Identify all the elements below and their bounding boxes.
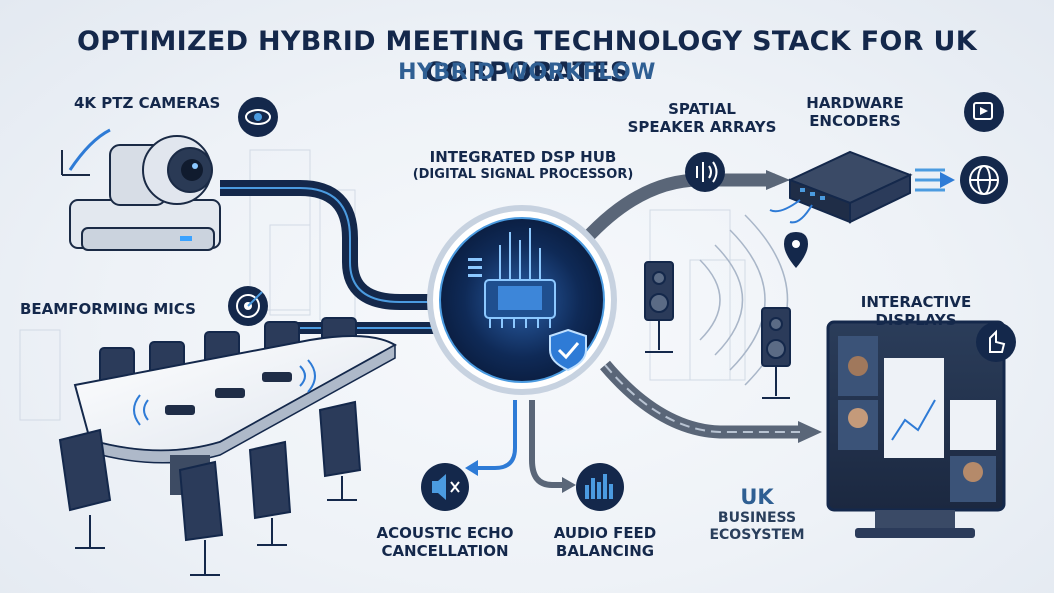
label-displays-line2: DISPLAYS: [875, 311, 957, 329]
page-subtitle: HYBRID WORKFLOW: [398, 60, 656, 85]
label-aec-line2: CANCELLATION: [381, 542, 509, 560]
label-aec-line1: ACOUSTIC ECHO: [376, 524, 514, 542]
label-uk-ecosystem: ECOSYSTEM: [709, 527, 805, 543]
hardware-encoder: [769, 150, 955, 224]
label-displays-line1: INTERACTIVE: [860, 293, 972, 311]
touch-hand-icon: [976, 322, 1016, 362]
map-pin-icon: [784, 232, 808, 268]
dsp-hub: [427, 205, 617, 395]
play-icon: [964, 92, 1004, 132]
label-dsp-hub: INTEGRATED DSP HUB: [429, 148, 617, 166]
label-ptz-cameras: 4K PTZ CAMERAS: [74, 94, 221, 112]
shield-check-icon: [549, 328, 587, 372]
interactive-display: [826, 320, 1006, 538]
soundwave-icon: [685, 152, 725, 192]
label-uk-business: BUSINESS: [717, 510, 797, 526]
ptz-camera: [61, 128, 221, 251]
flow-camera-to-hub: [220, 180, 445, 310]
flow-hub-to-processing: [465, 400, 576, 493]
conference-table: [58, 317, 398, 576]
label-speakers-line2: SPEAKER ARRAYS: [627, 118, 777, 136]
target-icon: [228, 286, 268, 326]
globe-icon: [960, 156, 1008, 204]
flow-hub-to-displays: [600, 360, 822, 443]
label-encoders-line1: HARDWARE: [806, 94, 904, 112]
speaker-mute-icon: [421, 463, 469, 511]
label-uk: UK: [740, 485, 774, 509]
label-beamforming-mics: BEAMFORMING MICS: [20, 300, 196, 318]
label-encoders-line2: ENCODERS: [809, 112, 901, 130]
label-speakers-line1: SPATIAL: [668, 100, 736, 118]
chip-icon: [468, 228, 556, 328]
label-afb-line2: BALANCING: [555, 542, 655, 560]
label-dsp-hub-subtitle: (DIGITAL SIGNAL PROCESSOR): [412, 167, 634, 182]
label-afb-line1: AUDIO FEED: [553, 524, 657, 542]
spatial-speakers: [644, 261, 791, 399]
equalizer-icon: [576, 463, 624, 511]
eye-icon: [238, 97, 278, 137]
page-title: OPTIMIZED HYBRID MEETING TECHNOLOGY STAC…: [77, 26, 977, 88]
